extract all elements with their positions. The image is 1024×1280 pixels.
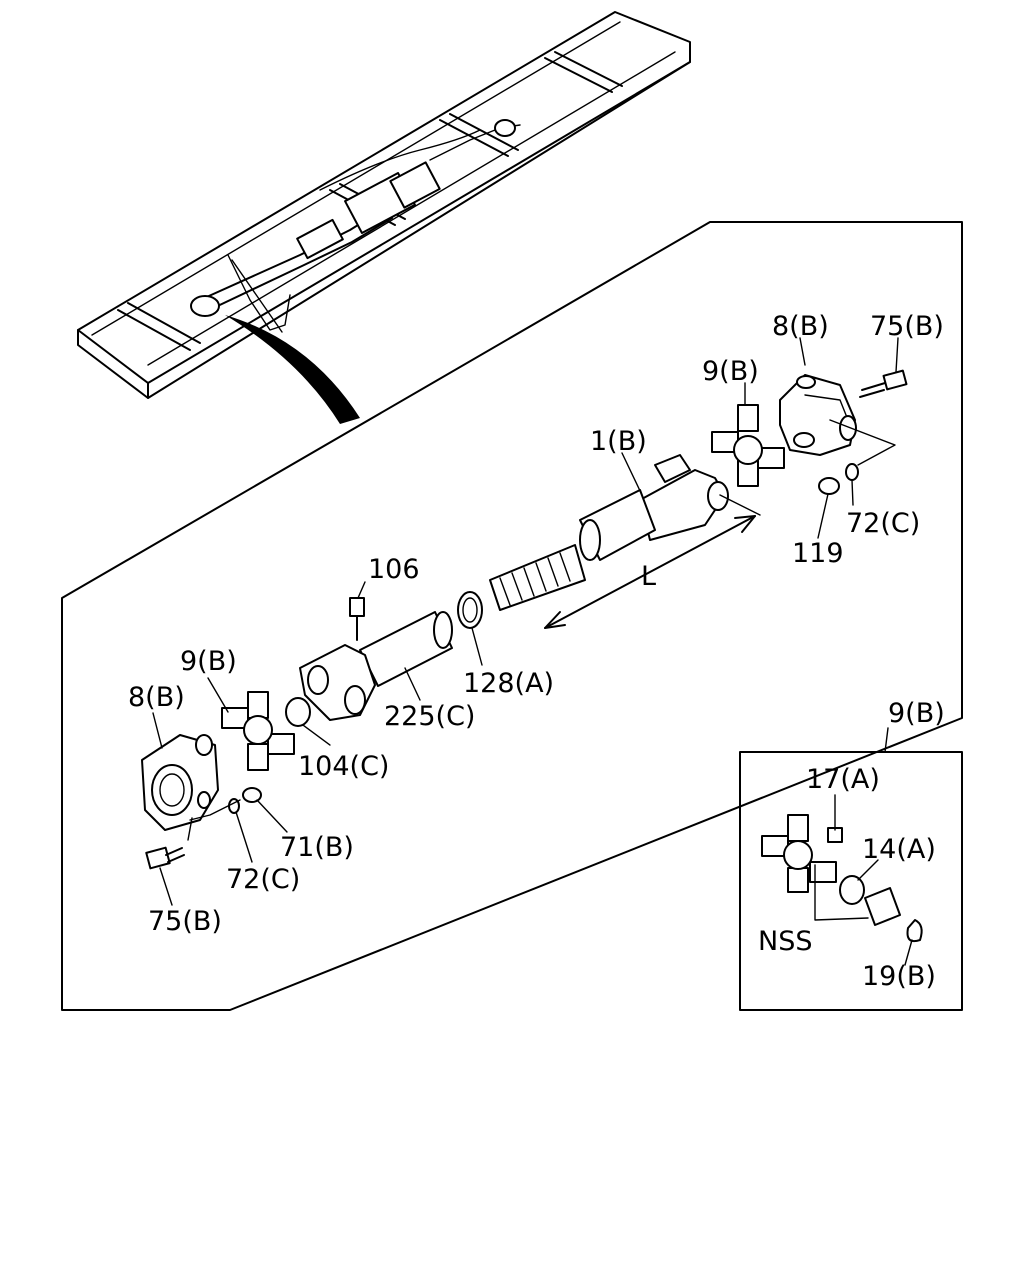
callout-75b-top: 75(B)	[870, 311, 944, 342]
callout-19b: 19(B)	[862, 961, 936, 992]
callout-128a: 128(A)	[463, 668, 554, 699]
callout-17a: 17(A)	[806, 764, 880, 795]
bearing-cup	[864, 887, 901, 926]
nss-bracket	[814, 864, 869, 921]
callout-1b: 1(B)	[590, 426, 647, 457]
inset-box	[739, 751, 963, 1011]
tube-225c	[359, 611, 453, 687]
tube-yoke	[299, 597, 376, 721]
bolt-75b-top	[859, 369, 908, 398]
chassis-frame	[77, 11, 691, 399]
callout-14a: 14(A)	[862, 834, 936, 865]
callout-106: 106	[368, 554, 420, 585]
callout-9b-top: 9(B)	[702, 356, 759, 387]
callout-119: 119	[792, 538, 844, 569]
callout-225c: 225(C)	[384, 701, 475, 732]
inset-universal-joint	[761, 814, 843, 893]
length-dimension	[544, 494, 761, 629]
callout-72c-bottom: 72(C)	[226, 864, 300, 895]
nut-71b	[242, 787, 262, 803]
flange-yoke-right	[779, 374, 857, 456]
leader-lines	[152, 337, 913, 966]
callout-9b-inset: 9(B)	[888, 698, 945, 729]
universal-joint-left	[221, 691, 295, 771]
callout-8b-top: 8(B)	[772, 311, 829, 342]
callout-71b: 71(B)	[280, 832, 354, 863]
callout-104c: 104(C)	[298, 751, 389, 782]
callout-8b-left: 8(B)	[128, 682, 185, 713]
callout-75b-bottom: 75(B)	[148, 906, 222, 937]
universal-joint-top	[711, 404, 785, 487]
callout-9b-left: 9(B)	[180, 646, 237, 677]
seal-104c	[285, 697, 311, 727]
flange-yoke-left	[141, 734, 219, 831]
main-view-border	[61, 221, 963, 1011]
bolt-75b-bottom	[145, 817, 193, 870]
snap-ring-19b	[906, 919, 923, 943]
slip-yoke-shaft	[489, 454, 729, 611]
callout-nss: NSS	[758, 926, 812, 957]
nut-119	[818, 477, 840, 495]
seal-14a	[839, 875, 865, 905]
washer-72c-top	[845, 463, 859, 481]
callout-72c-top: 72(C)	[846, 508, 920, 539]
ring-128a	[457, 591, 483, 629]
callout-l: L	[641, 561, 656, 592]
zoom-pointer	[225, 315, 360, 424]
